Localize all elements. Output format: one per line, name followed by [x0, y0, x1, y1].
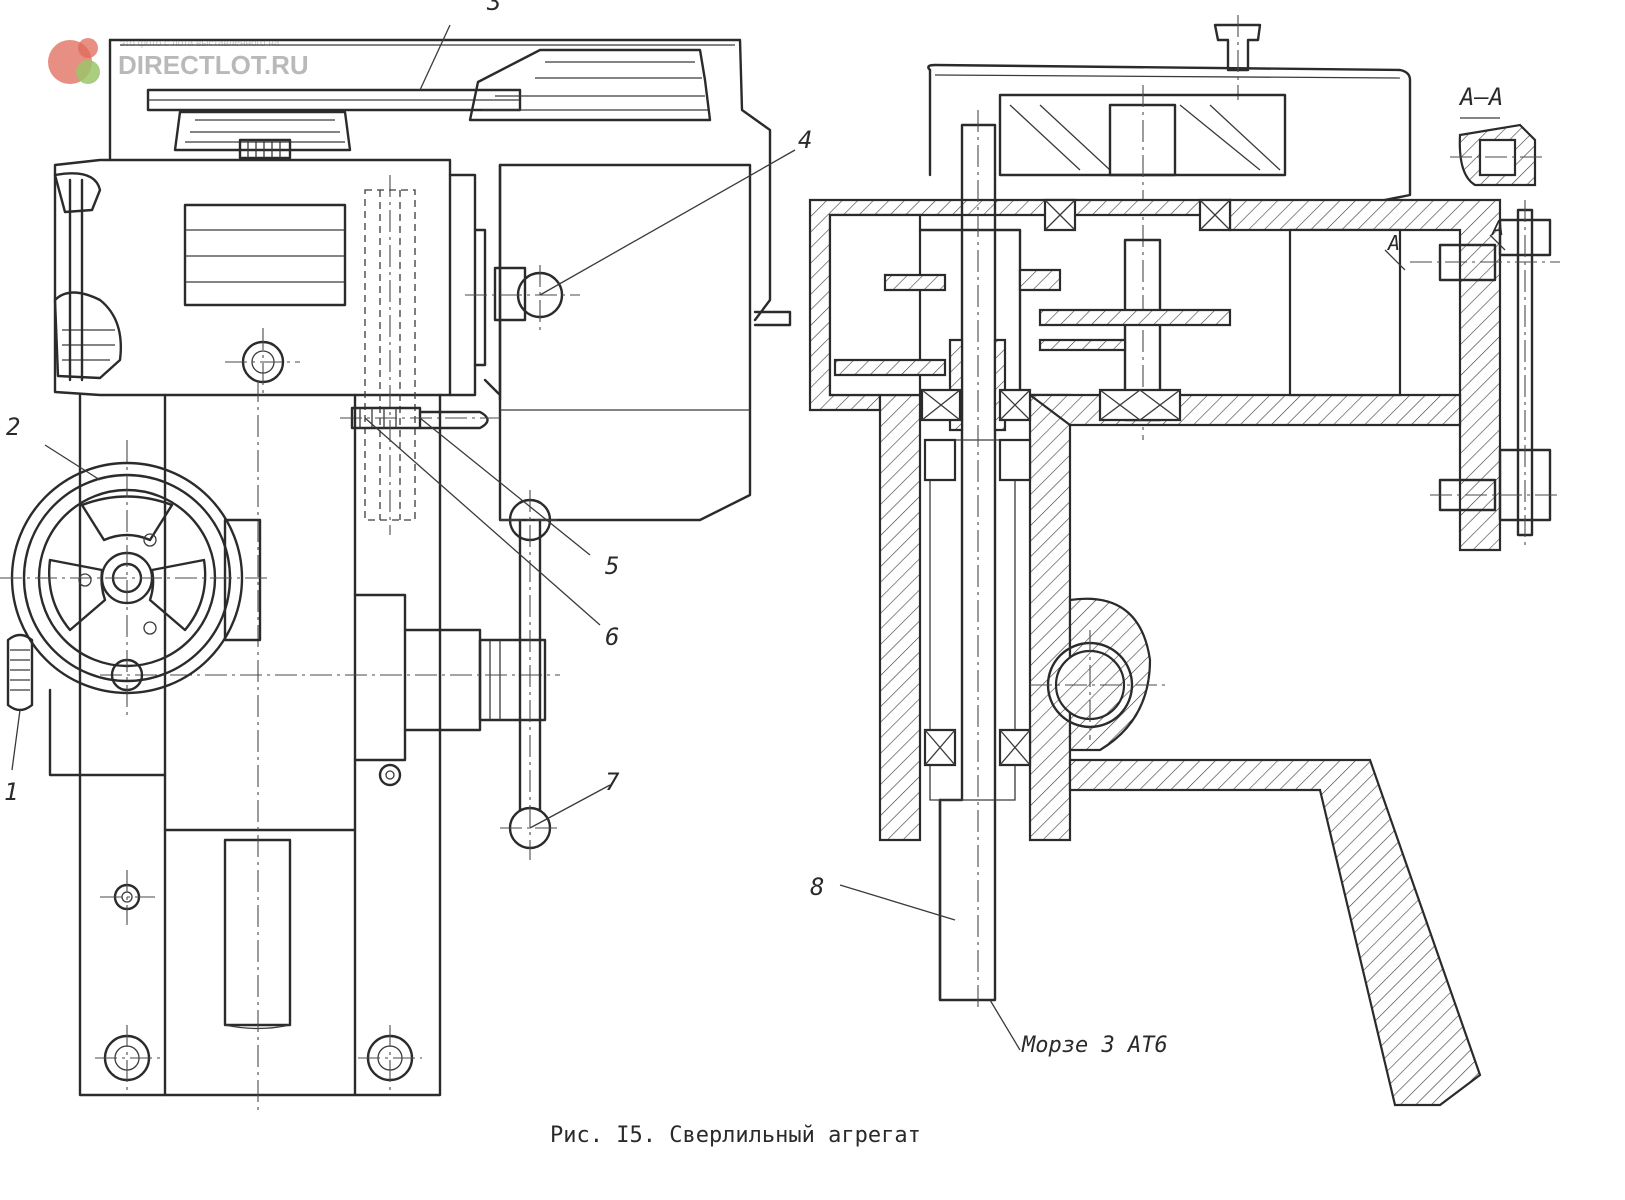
callout-8: 8 [810, 873, 824, 901]
belt-drive-top [108, 38, 772, 322]
locking-pin [1410, 200, 1560, 545]
column-body [78, 380, 442, 1110]
section-a-a-detail [1450, 117, 1545, 187]
leader-lines [11, 24, 1021, 1051]
watermark: это фото с лота выставленного на DIRECTL… [48, 37, 309, 84]
callout-2: 2 [6, 413, 20, 441]
shaft-cross-section [1030, 630, 1170, 740]
spindle-shaft [920, 110, 1032, 1010]
feed-lever [500, 490, 560, 860]
section-mark-left: А [1386, 231, 1400, 255]
gearbox-housing [53, 158, 452, 397]
callout-4: 4 [798, 126, 812, 154]
callout-6: 6 [605, 623, 619, 651]
morse-taper-annotation: Морзе 3 АТ6 [1021, 1033, 1168, 1058]
callout-7: 7 [605, 768, 620, 796]
feed-screw-and-motor [340, 163, 792, 535]
section-view-label: А–А [1458, 83, 1503, 111]
right-section-view [808, 15, 1560, 1107]
callout-3: 3 [486, 0, 501, 16]
section-mark-right: А [1490, 216, 1504, 240]
feed-bracket [48, 518, 560, 777]
callout-1: 1 [4, 778, 18, 806]
figure-caption: Рис. I5. Сверлильный агрегат [550, 1123, 921, 1148]
section-cut-marks [1384, 234, 1506, 271]
callout-5: 5 [605, 552, 619, 580]
spindle-housing [808, 198, 1502, 1107]
gear-shaft [833, 198, 1232, 422]
squirrel-logo-icon [48, 38, 100, 84]
left-elevation-view [0, 38, 792, 1110]
top-guard [927, 15, 1412, 440]
handwheel [0, 440, 270, 720]
watermark-text: DIRECTLOT.RU [118, 50, 309, 80]
